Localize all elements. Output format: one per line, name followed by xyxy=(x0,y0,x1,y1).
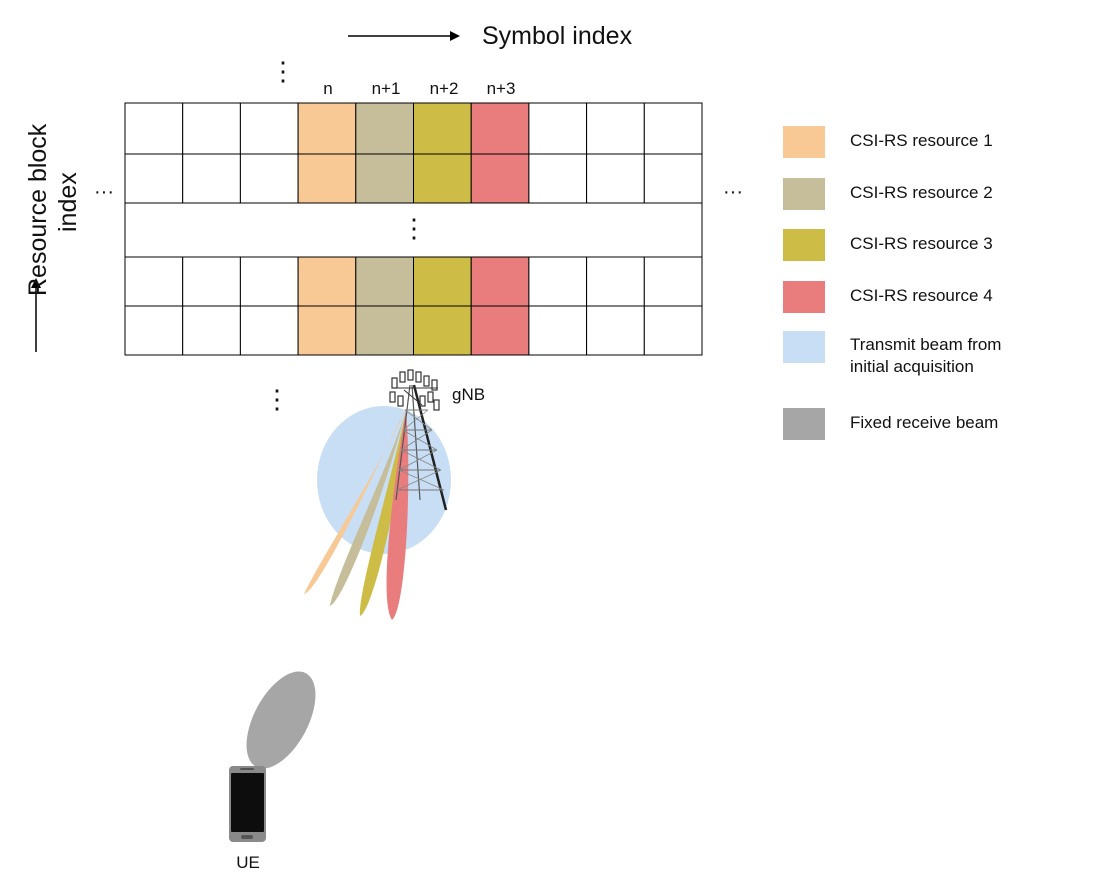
gnb-label: gNB xyxy=(452,385,485,404)
grid-cell xyxy=(529,257,587,306)
grid-cell xyxy=(587,103,645,154)
grid-cell xyxy=(298,154,356,203)
ue-label: UE xyxy=(236,853,260,872)
legend-swatch-resource-1 xyxy=(783,126,825,158)
grid-cell xyxy=(298,257,356,306)
grid-cell xyxy=(356,154,414,203)
rb-index-label-line2: index xyxy=(54,172,82,232)
grid-cell xyxy=(240,306,298,355)
receive-beam xyxy=(232,661,329,780)
grid-cell xyxy=(414,257,472,306)
legend-swatch-receive-beam xyxy=(783,408,825,440)
ellipsis-middle: ⋮ xyxy=(401,213,427,243)
ellipsis-top: ⋮ xyxy=(270,56,296,86)
legend-label-receive-beam: Fixed receive beam xyxy=(850,412,998,433)
legend-swatch-transmit-beam xyxy=(783,331,825,363)
grid-cell xyxy=(240,257,298,306)
grid-cell xyxy=(644,103,702,154)
grid-cell xyxy=(414,306,472,355)
legend-swatch-resource-2 xyxy=(783,178,825,210)
grid-cell xyxy=(240,154,298,203)
symbol-index-arrow xyxy=(348,31,460,41)
legend-label-resource-2: CSI-RS resource 2 xyxy=(850,182,993,203)
col-label-n3: n+3 xyxy=(487,79,516,98)
ue-phone-icon xyxy=(229,766,266,842)
symbol-index-label: Symbol index xyxy=(482,22,633,50)
grid-cell xyxy=(298,103,356,154)
grid-cell xyxy=(529,103,587,154)
ellipsis-bottom: ⋮ xyxy=(264,384,290,414)
grid-cell xyxy=(298,306,356,355)
grid-cell xyxy=(356,257,414,306)
col-label-n1: n+1 xyxy=(372,79,401,98)
grid-cell xyxy=(414,154,472,203)
legend-label-transmit-beam-line1: Transmit beam from xyxy=(850,334,1001,355)
grid-cell xyxy=(644,154,702,203)
grid-cell xyxy=(356,103,414,154)
col-label-n2: n+2 xyxy=(430,79,459,98)
legend-label-resource-4: CSI-RS resource 4 xyxy=(850,285,993,306)
grid-cell xyxy=(587,306,645,355)
grid-cell xyxy=(125,257,183,306)
grid-cell xyxy=(529,154,587,203)
grid-cell xyxy=(414,103,472,154)
grid-cell xyxy=(644,257,702,306)
grid-cell xyxy=(183,257,241,306)
grid-cell xyxy=(471,257,529,306)
legend-label-transmit-beam-line2: initial acquisition xyxy=(850,356,974,377)
grid-cell xyxy=(125,306,183,355)
grid-cell xyxy=(240,103,298,154)
grid-cell xyxy=(125,154,183,203)
col-label-n: n xyxy=(323,79,332,98)
grid-cell xyxy=(471,306,529,355)
grid-cell xyxy=(587,154,645,203)
grid-cell xyxy=(183,154,241,203)
rb-index-label-line1: Resource block xyxy=(24,123,52,296)
ellipsis-right: ··· xyxy=(723,181,743,203)
grid-cell xyxy=(471,103,529,154)
grid-cell xyxy=(183,103,241,154)
legend-label-resource-1: CSI-RS resource 1 xyxy=(850,130,993,151)
grid-cell xyxy=(125,103,183,154)
grid-cell xyxy=(356,306,414,355)
grid-cell xyxy=(644,306,702,355)
legend-swatch-resource-3 xyxy=(783,229,825,261)
legend-swatch-resource-4 xyxy=(783,281,825,313)
grid-cell xyxy=(183,306,241,355)
ellipsis-left: ··· xyxy=(94,181,114,203)
legend-label-resource-3: CSI-RS resource 3 xyxy=(850,233,993,254)
grid-cell xyxy=(471,154,529,203)
grid-cell xyxy=(529,306,587,355)
grid-cell xyxy=(587,257,645,306)
